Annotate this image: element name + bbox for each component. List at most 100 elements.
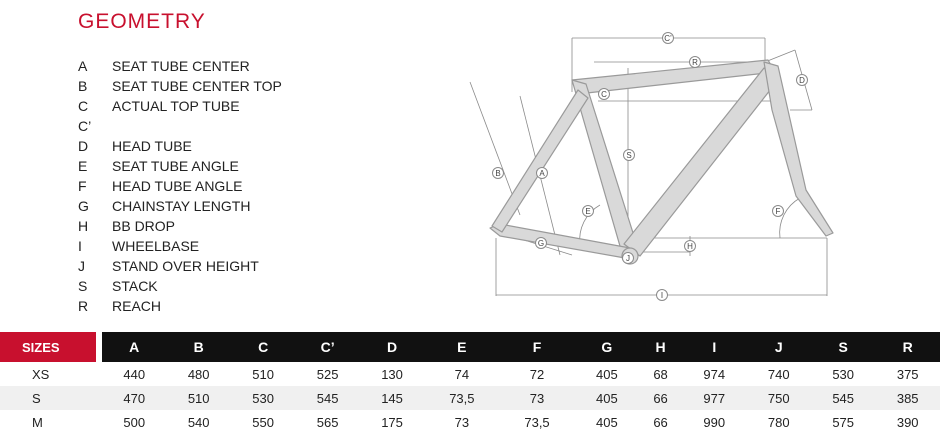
legend-desc: BB DROP xyxy=(112,218,176,234)
table-cell: 540 xyxy=(187,414,210,430)
legend-row-h: H BB DROP xyxy=(78,216,408,236)
legend-letter: A xyxy=(78,58,88,74)
table-cell: 375 xyxy=(896,366,919,382)
table-cell: 390 xyxy=(896,414,919,430)
legend-row-f: F HEAD TUBE ANGLE xyxy=(78,176,408,196)
marker-label: R xyxy=(692,58,698,67)
table-row: XS 440 480 510 525 130 74 72 405 68 974 … xyxy=(0,362,940,386)
table-cell: 405 xyxy=(595,366,618,382)
column-header: A xyxy=(102,332,167,362)
legend-letter: R xyxy=(78,298,89,314)
geometry-size-table: SIZES A B C C’ D E F G H I J S R XS 440 … xyxy=(0,332,940,434)
table-cell: 73,5 xyxy=(524,414,550,430)
marker-f: F xyxy=(772,205,784,217)
row-gap xyxy=(96,386,102,410)
marker-b: B xyxy=(492,167,504,179)
table-cell: 780 xyxy=(767,414,790,430)
column-header: C xyxy=(230,332,296,362)
table-cell: 72 xyxy=(529,366,545,382)
legend-desc: STACK xyxy=(112,278,158,294)
column-header: S xyxy=(810,332,876,362)
head-tube-fork xyxy=(763,61,834,237)
page-title: GEOMETRY xyxy=(78,10,206,33)
legend-desc: CHAINSTAY LENGTH xyxy=(112,198,251,214)
table-cell: 175 xyxy=(381,414,403,430)
table-row: S 470 510 530 545 145 73,5 73 405 66 977… xyxy=(0,386,940,410)
size-cell: S xyxy=(0,386,96,410)
legend-desc: SEAT TUBE CENTER xyxy=(112,58,250,74)
table-cell: 977 xyxy=(682,386,747,410)
legend-row-s: S STACK xyxy=(78,276,408,296)
column-header: H xyxy=(639,332,683,362)
table-cell: 525 xyxy=(316,366,339,382)
legend-row-a: A SEAT TUBE CENTER xyxy=(78,56,408,76)
legend-letter: F xyxy=(78,178,87,194)
marker-c-prime: C’ xyxy=(662,32,674,44)
column-header: B xyxy=(166,332,231,362)
marker-label: J xyxy=(626,254,630,263)
table-cell: 440 xyxy=(123,366,146,382)
marker-a: A xyxy=(536,167,548,179)
table-cell: 990 xyxy=(703,414,726,430)
size-cell: XS xyxy=(32,366,50,382)
marker-j: J xyxy=(622,252,634,264)
legend-letter: J xyxy=(78,258,85,274)
column-header: E xyxy=(424,332,500,362)
column-header: G xyxy=(574,332,640,362)
seatstay xyxy=(491,89,589,233)
table-cell: 565 xyxy=(316,414,339,430)
legend-letter: S xyxy=(78,278,88,294)
legend-row-g: G CHAINSTAY LENGTH xyxy=(78,196,408,216)
table-cell: 470 xyxy=(102,386,167,410)
table-row: M 500 540 550 565 175 73 73,5 405 66 990… xyxy=(0,410,940,434)
legend-letter: G xyxy=(78,198,89,214)
legend-letter: C xyxy=(78,98,89,114)
table-cell: 73 xyxy=(499,386,575,410)
table-cell: 500 xyxy=(123,414,146,430)
legend-letter: H xyxy=(78,218,89,234)
marker-label: H xyxy=(687,242,693,251)
size-cell: M xyxy=(32,414,43,430)
marker-d: D xyxy=(796,74,808,86)
table-cell: 73 xyxy=(454,414,470,430)
marker-s: S xyxy=(623,149,635,161)
marker-i: I xyxy=(656,289,668,301)
legend-letter: D xyxy=(78,138,89,154)
table-cell: 575 xyxy=(832,414,855,430)
chainstay xyxy=(489,223,631,259)
table-cell: 510 xyxy=(166,386,231,410)
marker-label: E xyxy=(585,207,590,216)
column-header: I xyxy=(682,332,747,362)
table-cell: 974 xyxy=(703,366,726,382)
legend-desc: SEAT TUBE ANGLE xyxy=(112,158,239,174)
marker-e: E xyxy=(582,205,594,217)
legend-desc: HEAD TUBE ANGLE xyxy=(112,178,243,194)
marker-label: D xyxy=(799,76,805,85)
marker-h: H xyxy=(684,240,696,252)
marker-label: G xyxy=(538,239,544,248)
frame-geometry-diagram: C’ R D C S B A E F G H J I xyxy=(469,32,834,301)
legend-desc: HEAD TUBE xyxy=(112,138,192,154)
column-header: F xyxy=(499,332,575,362)
table-cell: 68 xyxy=(653,366,668,382)
table-cell: 750 xyxy=(746,386,811,410)
table-cell: 66 xyxy=(639,386,683,410)
marker-label: F xyxy=(776,207,781,216)
header-gap xyxy=(96,332,102,362)
legend-desc: WHEELBASE xyxy=(112,238,200,254)
legend-row-i: I WHEELBASE xyxy=(78,236,408,256)
legend-desc: SEAT TUBE CENTER TOP xyxy=(112,78,282,94)
legend-letter: I xyxy=(78,238,82,254)
table-cell: 550 xyxy=(252,414,274,430)
legend-row-c-prime: C’ xyxy=(78,116,408,136)
table-cell: 510 xyxy=(252,366,274,382)
marker-label: A xyxy=(539,169,545,178)
legend-row-d: D HEAD TUBE xyxy=(78,136,408,156)
column-header: C’ xyxy=(295,332,360,362)
legend-desc: REACH xyxy=(112,298,162,314)
row-gap xyxy=(96,410,102,434)
marker-label: S xyxy=(626,151,631,160)
